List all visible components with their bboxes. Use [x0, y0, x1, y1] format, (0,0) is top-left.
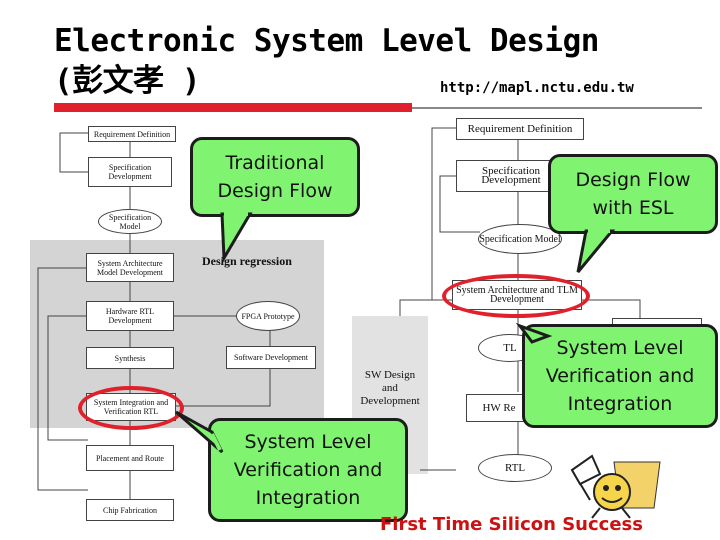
right-hw-rtl-box: HW Re [466, 394, 532, 422]
callout-traditional-flow: Traditional Design Flow [190, 137, 360, 217]
source-url[interactable]: http://mapl.nctu.edu.tw [440, 80, 634, 96]
left-spec-model-oval: Specification Model [98, 209, 162, 234]
right-specification-box: Specification Development [456, 160, 566, 192]
callout-esl-flow: Design Flow with ESL [548, 154, 718, 234]
callout-svi-right: System Level Verification and Integratio… [522, 324, 718, 428]
left-chip-fab-box: Chip Fabrication [86, 499, 174, 521]
title-underline-gray [412, 107, 702, 109]
left-sw-dev-box: Software Development [226, 346, 316, 369]
page-title-line1: Electronic System Level Design [54, 23, 599, 59]
highlight-ring-right [442, 274, 590, 318]
callout-svi-left: System Level Verification and Integratio… [208, 418, 408, 522]
title-underline-red [54, 103, 412, 112]
highlight-ring-left [78, 386, 184, 430]
right-spec-model-oval: Specification Model [478, 224, 562, 254]
left-hw-rtl-box: Hardware RTL Development [86, 301, 174, 331]
left-place-route-box: Placement and Route [86, 445, 174, 471]
footer-success-text: First Time Silicon Success [380, 514, 643, 535]
right-requirement-box: Requirement Definition [456, 118, 584, 140]
left-sys-arch-box: System Architecture Model Development [86, 253, 174, 282]
left-requirement-box: Requirement Definition [88, 126, 176, 142]
left-synthesis-box: Synthesis [86, 347, 174, 369]
page-title-line2: (彭文孝 ) [54, 63, 201, 99]
right-sw-box: SW Design and Development [360, 368, 420, 407]
left-fpga-oval: FPGA Prototype [236, 301, 300, 331]
right-rtl-oval: RTL [478, 454, 552, 482]
left-specification-box: Specification Development [88, 157, 172, 187]
